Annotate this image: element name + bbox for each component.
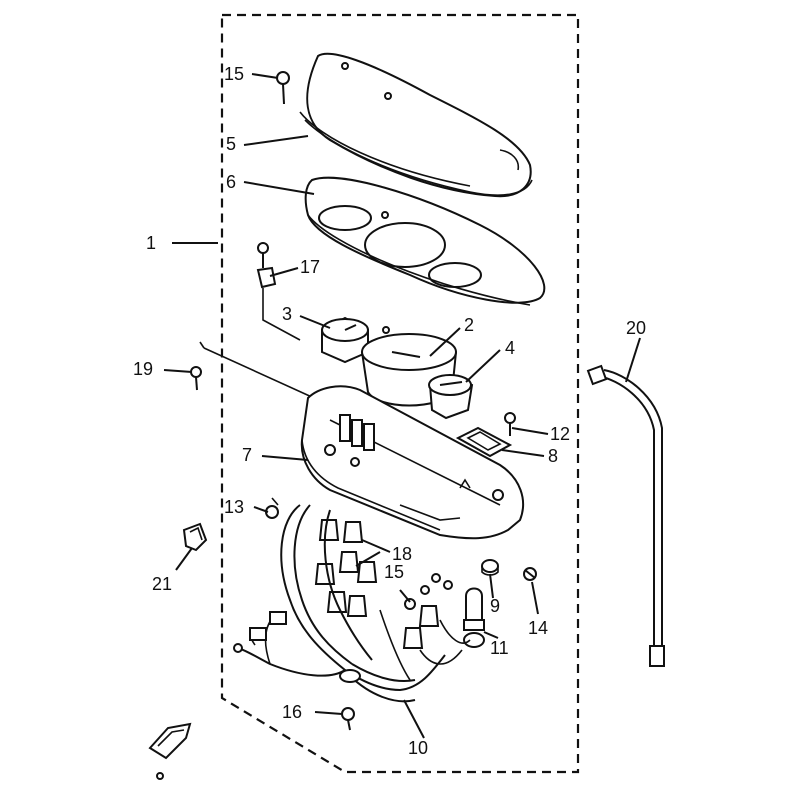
callout-14: 14 [528, 618, 548, 638]
callout-5: 5 [226, 134, 236, 154]
callout-18: 18 [392, 544, 412, 564]
callout-13: 13 [224, 497, 244, 517]
bulb-socket-part-11 [463, 587, 485, 648]
bulb-sockets-part-18 [314, 519, 453, 649]
callout-4: 4 [505, 338, 515, 358]
callout-2: 2 [464, 315, 474, 335]
tachometer-part-3 [321, 316, 369, 364]
callout-16: 16 [282, 702, 302, 722]
callout-11: 11 [490, 638, 509, 658]
upper-cover-part-5 [299, 52, 533, 198]
bulb-part-13 [265, 497, 279, 519]
callout-15-top: 15 [224, 64, 244, 84]
screw-part-16 [341, 707, 355, 731]
callout-21: 21 [152, 574, 172, 594]
screw-part-12 [504, 412, 516, 436]
screw-bracket-part-17 [256, 242, 301, 341]
screw-part-14 [523, 567, 537, 581]
callout-15-mid: 15 [384, 562, 404, 582]
callout-10: 10 [408, 738, 428, 758]
callout-20: 20 [626, 318, 646, 338]
callout-12: 12 [550, 424, 570, 444]
speedometer-cable-part-20 [586, 364, 665, 667]
meter-case-part-7 [300, 385, 525, 540]
callout-1: 1 [146, 233, 156, 253]
wire-harness-part-10 [233, 504, 471, 703]
gauge-part-4 [428, 373, 474, 420]
callout-17: 17 [300, 257, 320, 277]
callout-3: 3 [282, 304, 292, 324]
face-plate-part-6 [304, 176, 546, 306]
callout-7: 7 [242, 445, 252, 465]
callout-9: 9 [490, 596, 500, 616]
screw-part-15-top [276, 71, 290, 105]
callout-8: 8 [548, 446, 558, 466]
clip-part-21 [182, 522, 208, 552]
bracket-bottom-left [148, 722, 192, 780]
screw-part-19 [190, 341, 315, 399]
leader-lines [163, 73, 641, 739]
callout-6: 6 [226, 172, 236, 192]
grommet-part-9 [481, 559, 499, 576]
indicator-panel-part-8 [455, 426, 513, 458]
callout-19: 19 [133, 359, 153, 379]
